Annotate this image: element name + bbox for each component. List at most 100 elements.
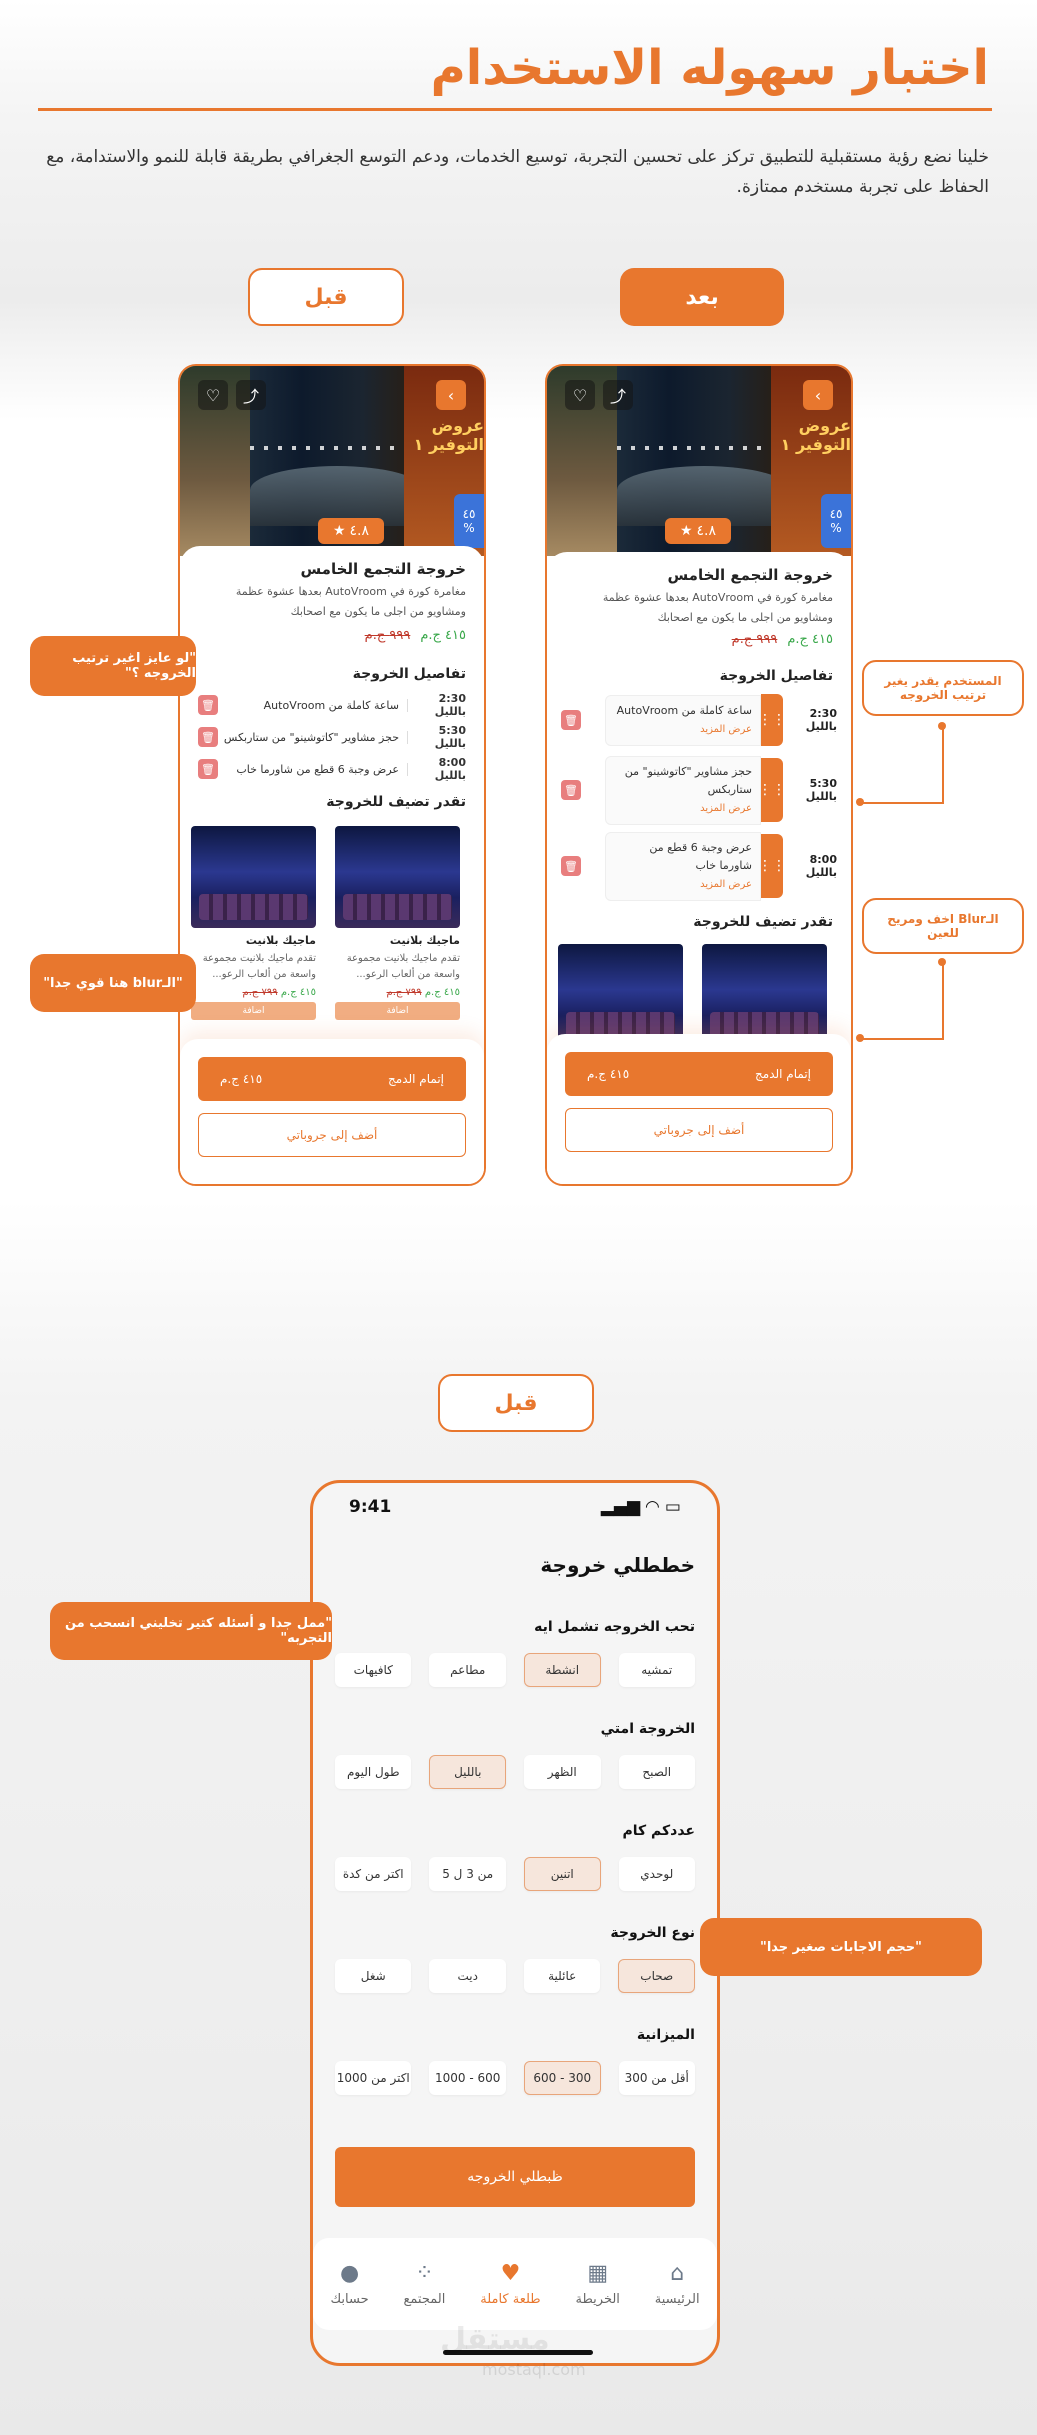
trip-title: خروجة التجمع الخامس [667, 566, 833, 584]
show-more-link[interactable]: عرض المزيد [700, 878, 752, 890]
itinerary-row: 2:30 بالليل ساعة كاملة من AutoVroom 🗑 [198, 692, 466, 718]
venue-image [335, 826, 460, 928]
option-chip[interactable]: شغل [334, 1959, 412, 1993]
option-chip[interactable]: عائلية [523, 1959, 601, 1993]
rating-value: ٤.٨ [696, 523, 717, 539]
option-chip[interactable]: اكتر من 1000 [334, 2061, 412, 2095]
options-row: تمشيه انشطة مطاعم كافيهات [334, 1653, 695, 1687]
price-new: ٤١٥ ج.م [787, 632, 833, 647]
delete-icon[interactable]: 🗑 [198, 727, 218, 747]
after-trip-screen: عروض التوفير ١ ♡ ⤴ › ٤.٨★ ٤٥% خروجة التج… [545, 364, 853, 1186]
star-icon: ★ [332, 523, 346, 539]
add-to-groups-button[interactable]: أضف إلى جروباتي [565, 1108, 833, 1152]
option-chip[interactable]: لوحدي [618, 1857, 695, 1891]
option-chip-selected[interactable]: بالليل [429, 1755, 507, 1789]
delete-icon[interactable]: 🗑 [198, 759, 218, 779]
drag-handle-icon[interactable]: ⋮⋮ [758, 758, 786, 822]
page-description: خلينا نضع رؤية مستقبلية للتطبيق تركز على… [46, 147, 989, 197]
title-divider [38, 108, 992, 111]
venue-card[interactable]: ماجيك بلانيت تقدم ماجيك بلانيت مجموعة وا… [335, 826, 460, 1020]
tab-full-trip[interactable]: ♥طلعة كاملة [480, 2261, 541, 2307]
callout-reorder-answer: المستخدم يقدر يغير ترتيب الخروجه [862, 660, 1024, 716]
venue-card[interactable] [702, 944, 827, 1046]
venue-image [702, 944, 827, 1046]
star-icon: ★ [679, 523, 693, 539]
itinerary-card[interactable]: 5:30 بالليل ⋮⋮ حجز مشاوير "كاتوشينو" من … [561, 755, 837, 825]
option-chip[interactable]: كافيهات [334, 1653, 412, 1687]
rating-value: ٤.٨ [349, 523, 370, 539]
delete-icon[interactable]: 🗑 [561, 780, 581, 800]
option-chip[interactable]: تمشيه [618, 1653, 695, 1687]
price-old: ٩٩٩ ج.م [731, 632, 778, 647]
option-chip[interactable]: طول اليوم [334, 1755, 412, 1789]
option-chip[interactable]: الصبح [618, 1755, 695, 1789]
bottom-actions: إتمام الدمج ٤١٥ ج.م أضف إلى جروباتي [180, 1039, 484, 1184]
details-title: تفاصيل الخروجة [719, 668, 833, 684]
option-chip-selected[interactable]: 300 - 600 [523, 2061, 601, 2095]
tab-home[interactable]: ⌂الرئيسية [654, 2261, 700, 2307]
plan-trip-button[interactable]: ظبطلي الخروجه [335, 2147, 695, 2207]
itinerary-row: 5:30 بالليل حجز مشاوير "كاتوشينو" من ستا… [198, 724, 466, 750]
option-chip[interactable]: ديت [429, 1959, 506, 1993]
venue-card[interactable] [558, 944, 683, 1046]
delete-icon[interactable]: 🗑 [198, 695, 218, 715]
discount-badge: ٤٥% [821, 494, 851, 548]
tab-community[interactable]: ⁘المجتمع [403, 2261, 446, 2307]
status-bar: 9:41 ▂▄▆ ◠ ▭ [349, 1495, 681, 1519]
option-chip[interactable]: من 3 ل 5 [429, 1857, 506, 1891]
venue-image [191, 826, 316, 928]
share-icon[interactable]: ⤴ [603, 380, 633, 410]
watermark-url: mostaql.com [482, 2360, 586, 2379]
add-to-groups-button[interactable]: أضف إلى جروباتي [198, 1113, 466, 1157]
tab-map[interactable]: ▦الخريطة [575, 2261, 620, 2307]
option-chip[interactable]: 600 - 1000 [429, 2061, 506, 2095]
drag-handle-icon[interactable]: ⋮⋮ [758, 834, 786, 898]
question-title: نوع الخروجة [610, 1925, 695, 1941]
option-chip-selected[interactable]: صحاب [618, 1959, 695, 1993]
callout-boring-questions: "ممل جدا و أسئله كتير تخليني انسحب من ال… [50, 1602, 332, 1660]
home-indicator [443, 2350, 593, 2355]
callout-blur-light: الـBlur اخف ومريح للعين [862, 898, 1024, 954]
user-icon: ● [339, 2261, 360, 2286]
watermark-logo: مستقل [440, 2322, 550, 2357]
option-chip-selected[interactable]: انشطة [523, 1653, 601, 1687]
option-chip-selected[interactable]: اتنين [523, 1857, 601, 1891]
complete-merge-button[interactable]: إتمام الدمج ٤١٥ ج.م [565, 1052, 833, 1096]
before-label: قبل [248, 268, 404, 326]
show-more-link[interactable]: عرض المزيد [700, 723, 752, 735]
question-title: الميزانية [636, 2027, 695, 2043]
favorite-icon[interactable]: ♡ [198, 380, 228, 410]
share-icon[interactable]: ⤴ [236, 380, 266, 410]
trip-description: مغامرة كورة في AutoVroom بعدها عشوة عظمة… [602, 591, 833, 624]
option-chip[interactable]: مطاعم [429, 1653, 506, 1687]
show-more-link[interactable]: عرض المزيد [700, 802, 752, 814]
add-venue-button[interactable]: اضافة [191, 1002, 316, 1020]
trip-sheet: خروجة التجمع الخامس مغامرة كورة في AutoV… [180, 546, 484, 1184]
planner-title: خططلي خروجة [540, 1553, 695, 1577]
before-label-2: قبل [438, 1374, 594, 1432]
discount-value: ٤٥ [462, 507, 476, 521]
tab-account[interactable]: ●حسابك [330, 2261, 369, 2307]
favorite-icon[interactable]: ♡ [565, 380, 595, 410]
trip-sheet: خروجة التجمع الخامس مغامرة كورة في AutoV… [547, 552, 851, 1184]
delete-icon[interactable]: 🗑 [561, 710, 581, 730]
option-chip[interactable]: اكتر من كدة [334, 1857, 412, 1891]
add-venue-button[interactable]: اضافة [335, 1002, 460, 1020]
option-chip[interactable]: أقل من 300 [618, 2061, 695, 2095]
itinerary-card[interactable]: 8:00 بالليل ⋮⋮ عرض وجبة 6 قطع من شاورما … [561, 831, 837, 901]
add-title: تقدر تضيف للخروجة [326, 794, 466, 810]
trip-price: ٤١٥ ج.م ٩٩٩ ج.م [732, 632, 833, 647]
delete-icon[interactable]: 🗑 [561, 856, 581, 876]
after-label: بعد [620, 268, 784, 326]
drag-handle-icon[interactable]: ⋮⋮ [758, 694, 786, 746]
option-chip[interactable]: الظهر [524, 1755, 601, 1789]
bottom-tab-bar: ⌂الرئيسية ▦الخريطة ♥طلعة كاملة ⁘المجتمع … [313, 2238, 717, 2330]
callout-small-answers: "حجم الاجابات صغير جدا" [700, 1918, 982, 1976]
bottom-actions: إتمام الدمج ٤١٥ ج.م أضف إلى جروباتي [547, 1034, 851, 1184]
complete-merge-button[interactable]: إتمام الدمج ٤١٥ ج.م [198, 1057, 466, 1101]
options-row: أقل من 300 300 - 600 600 - 1000 اكتر من … [334, 2061, 695, 2095]
next-arrow-icon[interactable]: › [436, 380, 466, 410]
venue-card[interactable]: ماجيك بلانيت تقدم ماجيك بلانيت مجموعة وا… [191, 826, 316, 1020]
next-arrow-icon[interactable]: › [803, 380, 833, 410]
